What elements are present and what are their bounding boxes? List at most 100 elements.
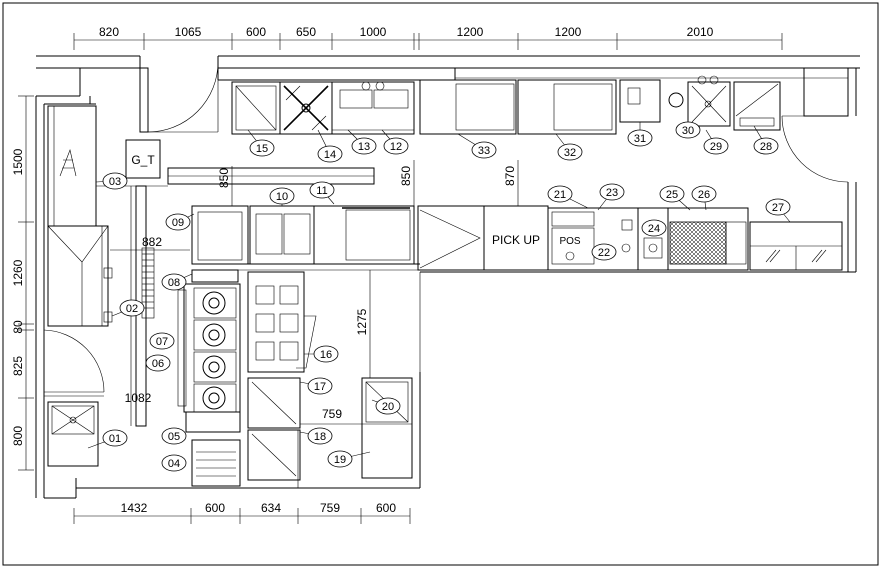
middle-counter-row: PICK UP POS [191, 205, 843, 271]
tag-ellipse-09 [165, 213, 191, 231]
tag-33: 33 [478, 145, 490, 157]
cooking-line [177, 269, 413, 488]
tag-20: 20 [382, 401, 394, 413]
inner-dimensions: 850 850 870 882 1082 1275 759 [125, 160, 519, 421]
tag-23: 23 [606, 187, 618, 199]
dim-bottom-3: 634 [261, 501, 281, 515]
tag-19: 19 [334, 454, 346, 466]
tag-ellipse-02 [119, 299, 145, 317]
tag-ellipse-10 [269, 187, 295, 205]
tag-07: 07 [156, 336, 168, 348]
tag-ellipse-21 [547, 185, 573, 203]
dim-bottom-5: 600 [376, 501, 396, 515]
bottom-dimension-chain: 1432 600 634 759 600 [73, 501, 411, 524]
tag-08: 08 [168, 277, 180, 289]
dim-top-5: 1000 [360, 25, 387, 39]
tag-ellipse-03 [102, 172, 128, 190]
dim-left-5: 800 [11, 426, 25, 446]
hand-sink [47, 401, 99, 467]
tag-14: 14 [324, 149, 336, 161]
tag-ellipse-31 [627, 129, 653, 147]
tag-30: 30 [682, 125, 694, 137]
tag-ellipse-27 [765, 198, 791, 216]
tag-22: 22 [598, 247, 610, 259]
dim-left-4: 825 [11, 356, 25, 376]
tag-13: 13 [358, 141, 370, 153]
dim-top-2: 1065 [175, 25, 202, 39]
tag-ellipse-20 [375, 397, 401, 415]
tag-01: 01 [109, 433, 121, 445]
dim-left-3: 80 [11, 320, 25, 334]
tag-24: 24 [648, 223, 660, 235]
dim-inner-870: 870 [503, 166, 517, 186]
dim-inner-850a: 850 [217, 168, 231, 188]
left-dimension-chain: 1500 1260 80 825 800 [11, 95, 34, 471]
tag-02: 02 [126, 303, 138, 315]
dim-bottom-4: 759 [320, 501, 340, 515]
tag-29: 29 [710, 141, 722, 153]
tag-ellipse-18 [307, 427, 333, 445]
tag-ellipse-26 [691, 185, 717, 203]
tag-10: 10 [276, 191, 288, 203]
tag-31: 31 [634, 133, 646, 145]
tag-03: 03 [109, 176, 121, 188]
tag-09: 09 [172, 217, 184, 229]
tag-28: 28 [760, 141, 772, 153]
tag-ellipse-11 [309, 181, 335, 199]
tag-06: 06 [152, 358, 164, 370]
tag-18: 18 [314, 431, 326, 443]
tag-04: 04 [168, 458, 180, 470]
dim-top-8: 2010 [687, 25, 714, 39]
tag-ellipse-24 [641, 219, 667, 237]
dim-inner-882: 882 [142, 235, 162, 249]
top-row-equipment [231, 75, 781, 135]
pickup-label: PICK UP [492, 233, 540, 247]
dim-top-7: 1200 [555, 25, 582, 39]
tag-12: 12 [390, 141, 402, 153]
tag-ellipse-17 [307, 377, 333, 395]
dim-top-6: 1200 [457, 25, 484, 39]
tag-21: 21 [554, 189, 566, 201]
tag-ellipse-33 [471, 141, 497, 159]
top-dimension-chain: 820 1065 600 650 1000 1200 1200 2010 [73, 25, 783, 50]
tag-25: 25 [666, 189, 678, 201]
pos-label: POS [559, 236, 580, 247]
tag-ellipse-30 [675, 121, 701, 139]
tag-ellipse-01 [102, 429, 128, 447]
tag-ellipse-15 [249, 139, 275, 157]
tag-ellipse-06 [145, 354, 171, 372]
dim-inner-850b: 850 [399, 166, 413, 186]
tag-ellipse-14 [317, 145, 343, 163]
tag-32: 32 [564, 147, 576, 159]
tag-11: 11 [316, 185, 327, 197]
dim-left-2: 1260 [11, 259, 25, 286]
tag-15: 15 [256, 143, 268, 155]
tag-ellipse-29 [703, 137, 729, 155]
dim-bottom-1: 1432 [121, 501, 148, 515]
tag-17: 17 [314, 381, 326, 393]
tag-05: 05 [168, 431, 180, 443]
tag-ellipse-19 [327, 450, 353, 468]
left-zone: G_T [47, 105, 375, 467]
dim-top-3: 600 [246, 25, 266, 39]
grease-trap-label: G_T [131, 153, 155, 167]
dim-inner-1082: 1082 [125, 391, 152, 405]
tag-ellipse-13 [351, 137, 377, 155]
tag-ellipse-28 [753, 137, 779, 155]
dim-top-4: 650 [296, 25, 316, 39]
tag-16: 16 [320, 349, 332, 361]
doors [43, 61, 849, 397]
dim-inner-1275: 1275 [355, 308, 369, 335]
tag-ellipse-22 [591, 243, 617, 261]
equipment-tags: 01 02 03 04 05 06 07 08 09 10 11 12 13 14 15 16 17 18 19 20… [87, 121, 791, 472]
grease-trap [125, 139, 161, 179]
walls [35, 55, 860, 499]
tag-ellipse-25 [659, 185, 685, 203]
tag-26: 26 [698, 189, 710, 201]
dim-bottom-2: 600 [205, 501, 225, 515]
dim-top-1: 820 [99, 25, 119, 39]
dim-left-1: 1500 [11, 148, 25, 175]
tag-ellipse-16 [313, 345, 339, 363]
